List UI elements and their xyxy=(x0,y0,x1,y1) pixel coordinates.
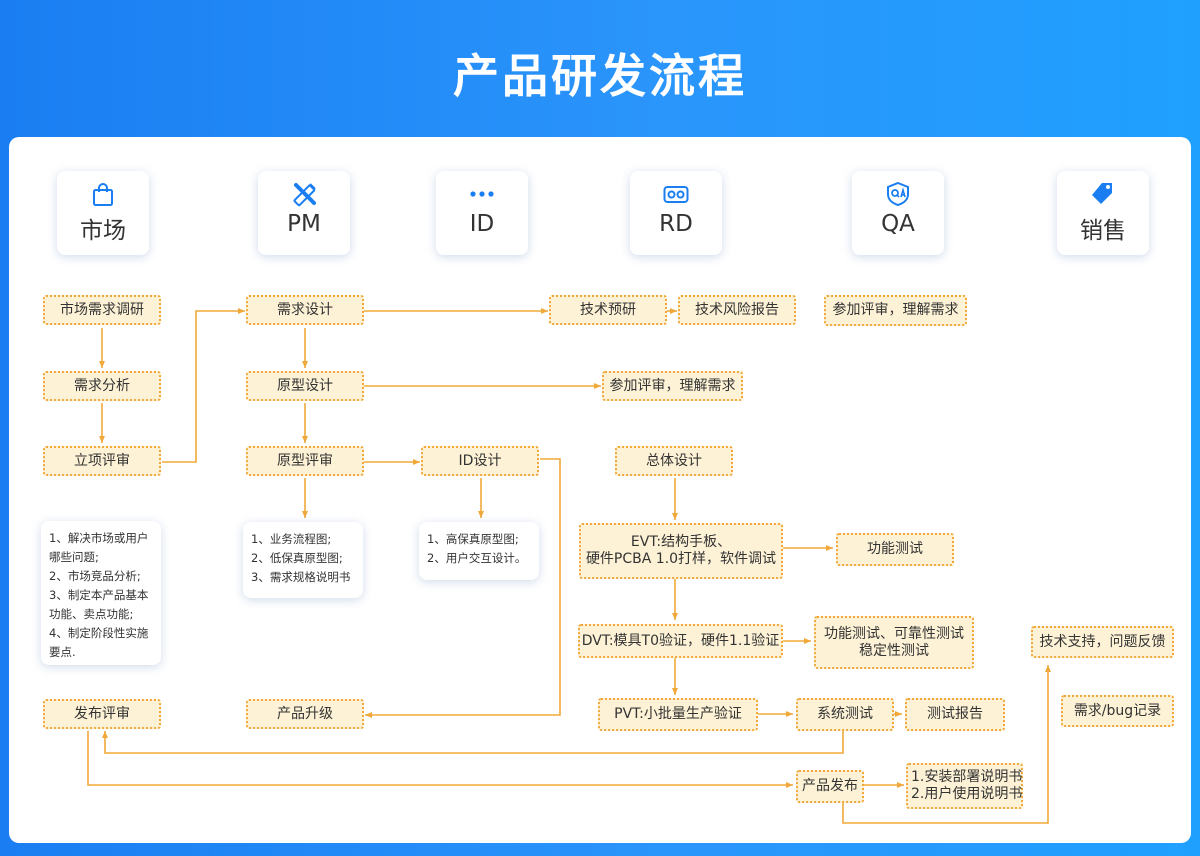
note-line: 3、制定本产品基本 xyxy=(49,588,149,602)
shopping-bag-icon xyxy=(57,181,149,207)
step-release-review: 发布评审 xyxy=(43,699,161,729)
step-pvt: PVT:小批量生产验证 xyxy=(598,698,758,731)
step-test-report: 测试报告 xyxy=(905,698,1005,731)
note-line: 1、解决市场或用户 xyxy=(49,531,149,545)
evt-line: 硬件PCBA 1.0打样，软件调试 xyxy=(585,551,777,567)
role-label: PM xyxy=(287,211,321,237)
role-label: 销售 xyxy=(1080,218,1126,244)
step-market-research: 市场需求调研 xyxy=(43,295,161,325)
step-tech-support: 技术支持，问题反馈 xyxy=(1031,626,1174,658)
step-evt: EVT:结构手板、 硬件PCBA 1.0打样，软件调试 xyxy=(579,523,783,579)
manual-line: 2.用户使用说明书 xyxy=(911,786,1023,802)
step-product-release: 产品发布 xyxy=(796,770,864,803)
qa-badge-icon xyxy=(852,181,944,207)
note-line: 2、市场竞品分析; xyxy=(49,569,141,583)
arrow-release-review-to-release xyxy=(87,731,793,788)
step-tech-research: 技术预研 xyxy=(549,295,667,325)
step-qa-review: 参加评审，理解需求 xyxy=(824,295,967,326)
pencil-ruler-icon xyxy=(258,181,350,207)
pm-notes: 1、业务流程图; 2、低保真原型图; 3、需求规格说明书 xyxy=(243,522,363,598)
arrow-review-to-req-design xyxy=(162,308,245,463)
step-requirement-design: 需求设计 xyxy=(246,295,364,325)
step-tech-risk-report: 技术风险报告 xyxy=(678,295,796,325)
note-line: 1、业务流程图; xyxy=(251,532,332,546)
note-line: 4、制定阶段性实施 xyxy=(49,626,149,640)
role-sales: 销售 xyxy=(1057,171,1149,255)
step-product-upgrade: 产品升级 xyxy=(246,699,364,729)
role-rd: RD xyxy=(630,171,722,255)
role-label: ID xyxy=(469,211,495,237)
arrow-system-to-release-review xyxy=(102,731,844,754)
manual-line: 1.安装部署说明书 xyxy=(911,769,1023,785)
role-market: 市场 xyxy=(57,171,149,255)
step-prototype-review: 原型评审 xyxy=(246,446,364,476)
note-line: 2、低保真原型图; xyxy=(251,551,343,565)
dvt-test-line: 功能测试、可靠性测试 xyxy=(824,625,964,642)
role-label: RD xyxy=(659,211,693,237)
step-project-review: 立项评审 xyxy=(43,446,161,476)
note-line: 功能、卖点功能; xyxy=(49,607,134,621)
step-bug-record: 需求/bug记录 xyxy=(1061,695,1174,727)
note-line: 1、高保真原型图; xyxy=(427,532,519,546)
role-id: ID xyxy=(436,171,528,255)
step-manuals: 1.安装部署说明书 2.用户使用说明书 xyxy=(906,763,1023,809)
step-function-test: 功能测试 xyxy=(836,533,954,566)
step-overall-design: 总体设计 xyxy=(615,446,733,476)
more-dots-icon xyxy=(436,181,528,207)
role-qa: QA xyxy=(852,171,944,255)
step-requirement-analysis: 需求分析 xyxy=(43,371,161,401)
market-notes: 1、解决市场或用户 哪些问题; 2、市场竞品分析; 3、制定本产品基本 功能、卖… xyxy=(41,521,161,665)
evt-line: EVT:结构手板、 xyxy=(630,534,732,550)
step-rd-review: 参加评审，理解需求 xyxy=(602,371,743,401)
price-tag-icon xyxy=(1057,181,1149,207)
role-label: 市场 xyxy=(80,218,126,244)
note-line: 2、用户交互设计。 xyxy=(427,551,527,565)
step-prototype-design: 原型设计 xyxy=(246,371,364,401)
arrow-id-to-upgrade xyxy=(365,458,561,718)
page-title: 产品研发流程 xyxy=(453,49,747,103)
dvt-test-line: 稳定性测试 xyxy=(859,642,929,659)
role-pm: PM xyxy=(258,171,350,255)
note-line: 要点. xyxy=(49,645,76,659)
id-notes: 1、高保真原型图; 2、用户交互设计。 xyxy=(419,522,539,580)
step-dvt: DVT:模具T0验证，硬件1.1验证 xyxy=(578,624,783,658)
arrow-release-to-support xyxy=(842,665,1051,824)
note-line: 哪些问题; xyxy=(49,550,99,564)
vr-headset-icon xyxy=(630,181,722,207)
role-label: QA xyxy=(881,211,915,237)
step-system-test: 系统测试 xyxy=(796,698,894,731)
step-dvt-tests: 功能测试、可靠性测试 稳定性测试 xyxy=(814,616,974,669)
step-id-design: ID设计 xyxy=(421,446,539,476)
note-line: 3、需求规格说明书 xyxy=(251,570,351,584)
